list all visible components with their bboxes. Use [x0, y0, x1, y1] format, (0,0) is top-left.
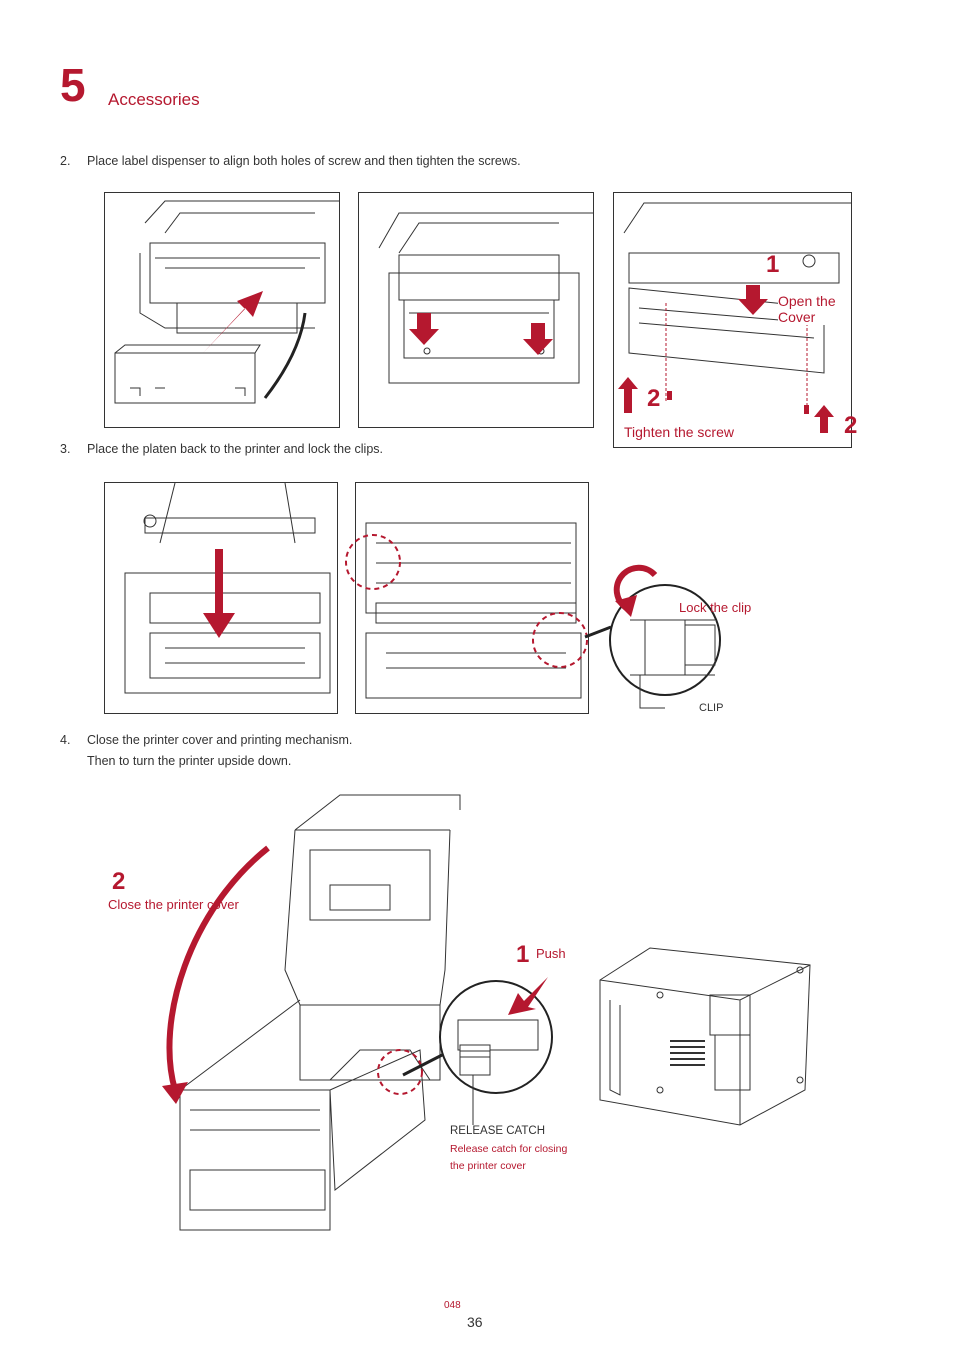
chapter-title: Accessories: [108, 90, 200, 109]
step-1-push-marker: 1: [516, 941, 530, 968]
step-number: 3.: [60, 442, 71, 456]
figure-platen-locked: [345, 482, 589, 714]
step-2-marker-left: 2: [647, 385, 661, 412]
step-4: 4. Close the printer cover and printing m…: [60, 733, 352, 747]
figure-dispenser-screws: [358, 192, 594, 428]
clip-label: CLIP: [699, 702, 724, 714]
open-cover-label: Open the Cover: [778, 293, 851, 325]
printer-open-illustration: [162, 794, 461, 1231]
step-1-marker: 1: [766, 251, 780, 278]
page-number: 36: [467, 1314, 483, 1330]
step-2-close-marker: 2: [112, 868, 126, 895]
release-catch-detail: [402, 977, 553, 1125]
chapter-number: 5: [60, 59, 86, 111]
clip-detail: [584, 564, 721, 709]
step-text: Place label dispenser to align both hole…: [87, 154, 521, 168]
release-catch-desc-2: the printer cover: [450, 1160, 526, 1172]
step-2: 2. Place label dispenser to align both ho…: [60, 154, 521, 168]
step-text: Place the platen back to the printer and…: [87, 442, 384, 456]
figure-open-cover-tighten: 1 Open the Cover 2 2 Tighten the screw: [613, 192, 857, 448]
release-catch-label: RELEASE CATCH: [450, 1125, 546, 1137]
push-label: Push: [536, 946, 566, 961]
step-4-continued: Then to turn the printer upside down.: [87, 754, 292, 768]
step-text: Close the printer cover and printing mec…: [87, 733, 353, 747]
step-number: 2.: [60, 154, 71, 168]
document-id: 048: [444, 1300, 461, 1311]
release-catch-desc-1: Release catch for closing: [450, 1143, 568, 1155]
close-cover-label: Close the printer cover: [108, 897, 239, 912]
printer-upside-down-illustration: [599, 947, 811, 1126]
lock-clip-label: Lock the clip: [679, 600, 752, 615]
step-3: 3. Place the platen back to the printer a…: [60, 442, 383, 456]
figure-dispenser-insert: [104, 192, 340, 428]
figure-platen-back: [104, 482, 338, 714]
step-number: 4.: [60, 733, 71, 747]
step-2-marker-right: 2: [844, 412, 858, 439]
tighten-label: Tighten the screw: [624, 424, 734, 440]
